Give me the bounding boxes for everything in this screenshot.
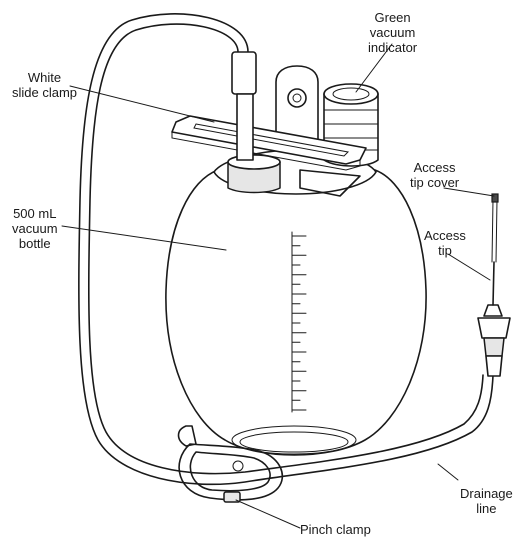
- label-drainage-line: Drainage line: [460, 486, 513, 516]
- leader-lines: [61, 43, 495, 529]
- access-tip-assembly: [477, 193, 511, 377]
- label-vacuum-bottle: 500 mL vacuum bottle: [12, 206, 58, 251]
- drainage-tube: [78, 13, 494, 486]
- label-white-slide-clamp: White slide clamp: [12, 70, 78, 100]
- pinch-clamp-drawing: [177, 425, 284, 503]
- hanger-tab: [275, 65, 319, 141]
- tube-connector: [231, 51, 257, 161]
- label-access-tip-cover: Access tip cover: [410, 160, 460, 190]
- label-access-tip: Access tip: [424, 228, 466, 258]
- label-green-vacuum-indicator: Green vacuum indicator: [368, 10, 418, 55]
- graduation-scale: [291, 231, 307, 413]
- bottle-body: [165, 169, 427, 456]
- label-pinch-clamp: Pinch clamp: [300, 522, 371, 537]
